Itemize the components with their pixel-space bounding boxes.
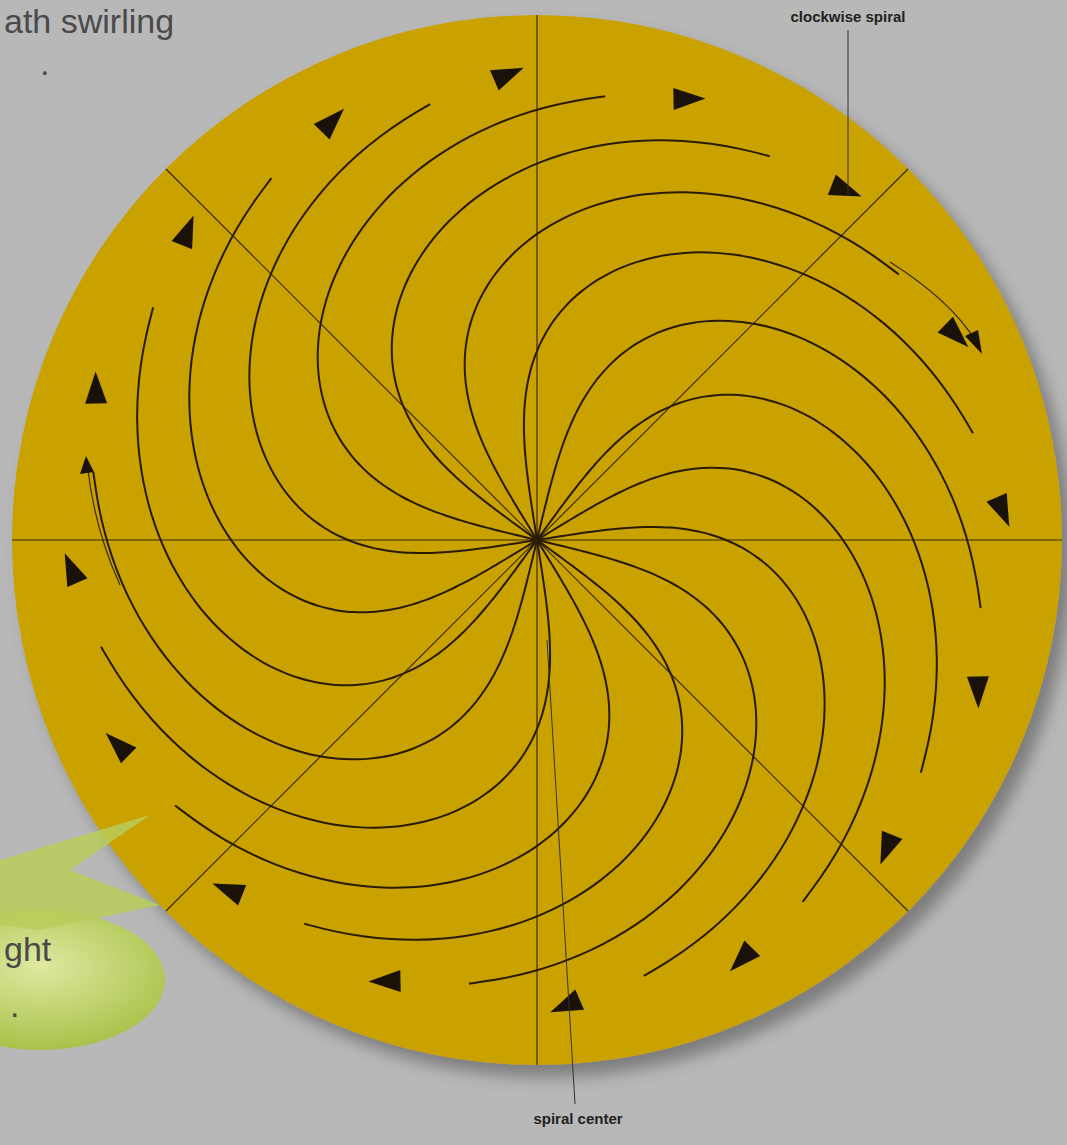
leader-line	[848, 30, 849, 195]
arrowhead	[212, 883, 246, 905]
spiral-curve	[469, 540, 756, 984]
spiral-arrows	[65, 68, 1010, 1013]
arrowhead	[730, 941, 760, 972]
arrowhead	[828, 175, 862, 197]
rim-arrow	[88, 470, 120, 585]
zigzag-shape	[0, 815, 160, 930]
yellow-disc	[12, 15, 1062, 1065]
arrowhead	[314, 109, 344, 140]
spiral-curve	[93, 472, 537, 759]
cut-text: .	[10, 986, 19, 1025]
arrowhead	[369, 970, 401, 992]
arrowhead	[967, 676, 989, 708]
cut-text: ath swirling	[4, 2, 174, 41]
spiral-curve	[318, 96, 605, 540]
cut-text: .	[40, 44, 49, 83]
arrowhead	[938, 317, 969, 347]
arrowhead	[987, 493, 1010, 527]
arrowhead	[490, 68, 524, 91]
arrowhead	[106, 733, 137, 763]
leader-lines	[547, 30, 848, 1104]
rim-arrowhead	[965, 330, 982, 354]
axis-lines	[12, 15, 1062, 1065]
green-leaf	[0, 815, 165, 1050]
arrowhead	[65, 553, 88, 587]
spiral-curve	[537, 321, 981, 608]
leaf-blob	[0, 910, 165, 1050]
rim-arrowheads	[80, 330, 982, 474]
callout-label: spiral center	[533, 1110, 622, 1127]
arrowhead	[172, 215, 194, 249]
arrowhead	[85, 372, 107, 404]
rim-arrow	[890, 262, 975, 340]
rim-arrowhead	[80, 456, 94, 474]
cut-text: ght	[4, 930, 51, 969]
callout-label: clockwise spiral	[790, 8, 905, 25]
spiral-curve	[392, 140, 770, 540]
rim-arrows	[88, 262, 975, 585]
arrowhead	[880, 831, 902, 865]
arrowhead	[673, 88, 705, 110]
leader-line	[547, 640, 575, 1104]
arrowhead	[550, 990, 584, 1013]
